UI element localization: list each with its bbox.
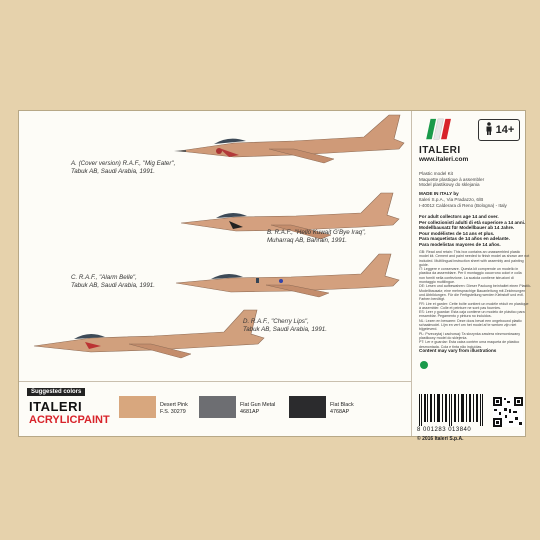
- kit-description: Plastic model Kit Maquette plastique à a…: [419, 171, 485, 188]
- paint-brand: ITALERI: [29, 399, 83, 414]
- age-badge: 14+: [478, 119, 520, 141]
- caption-b: B. R.A.F., "Hello Kuwait G'Bye Iraq", Mu…: [267, 229, 366, 245]
- warning-text: GB: Read and retain: This box contains a…: [419, 250, 532, 349]
- caption-d-title: D. R.A.F., "Cherry Lips",: [243, 318, 309, 325]
- info-column: ITALERI www.italeri.com 14+ Plastic mode…: [412, 111, 531, 436]
- paint-line: ACRYLICPAINT: [29, 414, 110, 426]
- vertical-divider: [411, 111, 412, 436]
- caption-a-title: A. (Cover version) R.A.F., "Mig Eater",: [71, 160, 176, 167]
- tornado-profile-d: [33, 309, 265, 359]
- person-icon: [484, 122, 494, 138]
- copyright: © 2016 Italeri S.p.A.: [417, 436, 464, 442]
- aircraft-profiles: A. (Cover version) R.A.F., "Mig Eater", …: [19, 111, 411, 381]
- tornado-profile-b: [181, 192, 400, 240]
- recycle-icon: [420, 361, 428, 369]
- swatch-gun-metal-name: Flat Gun Metal: [240, 402, 276, 408]
- swatch-desert-pink-code: F.S. 30279: [160, 408, 186, 415]
- caption-c-title: C. R.A.F., "Alarm Belle",: [71, 274, 137, 281]
- manufacturer-address: Italeri S.p.A., Via Pradazzo, 6/B I-4001…: [419, 197, 507, 208]
- swatch-gun-metal: [199, 396, 236, 418]
- caption-d: D. R.A.F., "Cherry Lips", Tabuk AB, Saud…: [243, 318, 327, 334]
- content-note: Content may vary from illustrations: [419, 348, 497, 353]
- swatch-desert-pink-label: Desert Pink F.S. 30279: [160, 402, 188, 415]
- paint-panel: Suggested colors ITALERI ACRYLICPAINT De…: [19, 381, 411, 439]
- swatch-flat-black: [289, 396, 326, 418]
- caption-b-title: B. R.A.F., "Hello Kuwait G'Bye Iraq",: [267, 229, 366, 236]
- content-panel: A. (Cover version) R.A.F., "Mig Eater", …: [18, 110, 531, 442]
- brand-name: ITALERI: [419, 145, 461, 156]
- swatch-desert-pink-name: Desert Pink: [160, 402, 188, 408]
- tornado-profile-c: [175, 253, 400, 298]
- caption-b-location: Muharraq AB, Bahrain, 1991.: [267, 237, 347, 244]
- caption-d-location: Tabuk AB, Saudi Arabia, 1991.: [243, 326, 327, 333]
- caption-a-location: Tabuk AB, Saudi Arabia, 1991.: [71, 168, 155, 175]
- qr-code: [493, 397, 523, 427]
- age-notice: For adult collectors age 14 and over. Pe…: [419, 214, 526, 247]
- caption-c-location: Tabuk AB, Saudi Arabia, 1991.: [71, 282, 155, 289]
- tornado-profile-a: [174, 114, 405, 164]
- swatch-desert-pink: [119, 396, 156, 418]
- swatch-flat-black-name: Flat Black: [330, 402, 354, 408]
- swatch-flat-black-code: 4768AP: [330, 408, 350, 415]
- age-label: 14+: [495, 124, 515, 136]
- suggested-colors-label: Suggested colors: [27, 388, 86, 396]
- barcode-number: 8 001283 013840: [417, 427, 472, 433]
- swatch-gun-metal-label: Flat Gun Metal 4681AP: [240, 402, 275, 415]
- italeri-logo: [418, 117, 468, 148]
- caption-a: A. (Cover version) R.A.F., "Mig Eater", …: [71, 160, 175, 176]
- swatch-gun-metal-code: 4681AP: [240, 408, 260, 415]
- swatch-flat-black-label: Flat Black 4768AP: [330, 402, 354, 415]
- brand-url: www.italeri.com: [419, 156, 469, 163]
- made-in-label: MADE IN ITALY by: [419, 191, 459, 196]
- barcode: [419, 394, 483, 426]
- caption-c: C. R.A.F., "Alarm Belle", Tabuk AB, Saud…: [71, 274, 155, 290]
